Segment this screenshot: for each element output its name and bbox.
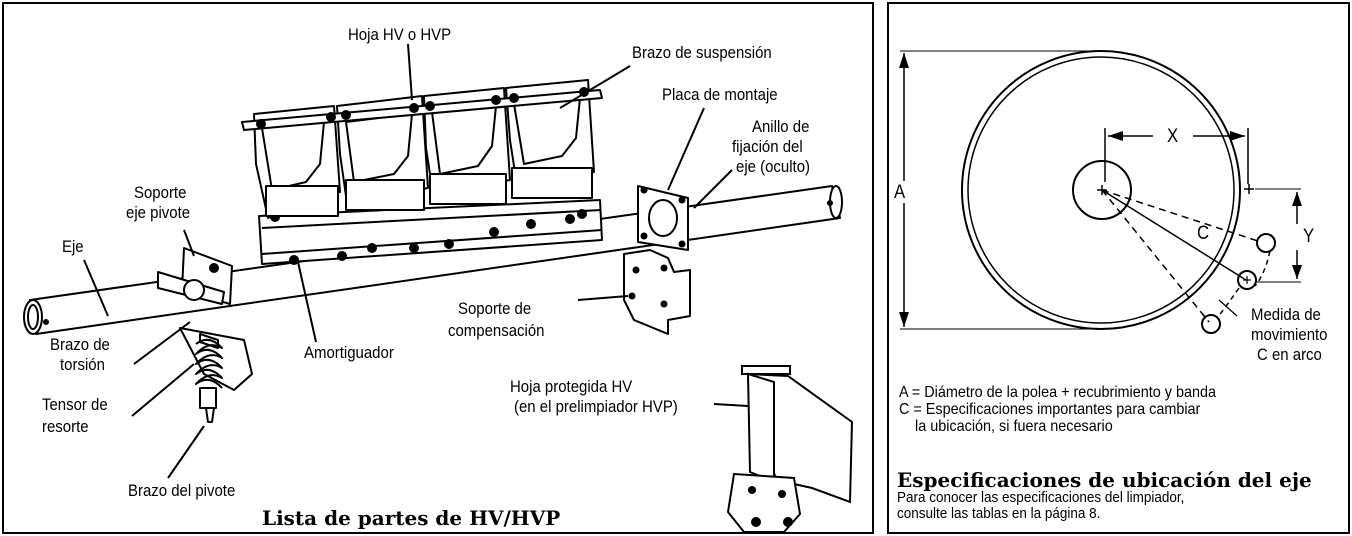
label-pivot-support-2: eje pivote: [126, 203, 191, 222]
note-c-line-2: la ubicación, si fuera necesario: [915, 418, 1113, 435]
label-a: A: [894, 182, 906, 203]
shaft-location-panel: A X Y C Medida de movimiento C en arco A…: [887, 2, 1350, 534]
label-suspension-arm: Brazo de suspensión: [632, 43, 772, 62]
note-c-line-1: C = Especificaciones importantes para ca…: [899, 401, 1201, 418]
protected-blade-inset: [726, 365, 854, 533]
label-torsion-arm-2: torsión: [60, 355, 105, 374]
label-x: X: [1167, 126, 1179, 147]
label-c: C: [1197, 223, 1210, 244]
label-protected-blade-2: (en el prelimpiador HVP): [514, 397, 678, 416]
parts-list-title: Lista de partes de HV/HVP: [262, 506, 561, 530]
label-compensation-1: Soporte de: [458, 299, 532, 318]
pulley-hub: [1072, 160, 1132, 220]
label-ring-1: Anillo de: [752, 117, 810, 136]
label-spring-tensioner-2: resorte: [42, 417, 89, 436]
label-spring-tensioner-1: Tensor de: [42, 395, 108, 414]
shaft-location-subtitle-1: Para conocer las especificaciones del li…: [897, 489, 1185, 506]
shaft-location-drawing: [899, 50, 1302, 334]
label-blade: Hoja HV o HVP: [348, 25, 452, 44]
label-compensation-2: compensación: [448, 321, 545, 340]
label-movement-2: movimiento: [1251, 325, 1328, 344]
label-torsion-arm-1: Brazo de: [50, 335, 110, 354]
label-mounting-plate: Placa de montaje: [662, 85, 778, 104]
label-movement-1: Medida de: [1251, 305, 1321, 324]
label-protected-blade-1: Hoja protegida HV: [510, 377, 633, 396]
label-shaft: Eje: [62, 237, 84, 256]
label-damper: Amortiguador: [304, 343, 394, 362]
label-movement-3: C en arco: [1257, 345, 1322, 364]
compensation-support: [623, 249, 691, 335]
label-pivot-arm: Brazo del pivote: [128, 481, 236, 500]
label-y: Y: [1303, 226, 1315, 247]
note-a: A = Diámetro de la polea + recubrimiento…: [899, 384, 1216, 401]
cleaner-assembly-drawing: [23, 43, 854, 533]
label-ring-3: eje (oculto): [736, 157, 811, 176]
parts-list-panel: Hoja HV o HVP Brazo de suspensión Placa …: [2, 2, 874, 534]
shaft-location-title: Especificaciones de ubicación del eje: [897, 468, 1312, 492]
shaft-location-subtitle-2: consulte las tablas en la página 8.: [897, 505, 1101, 522]
label-pivot-support-1: Soporte: [134, 183, 187, 202]
spring-tensioner: [195, 333, 223, 423]
label-ring-2: fijación del: [732, 137, 803, 156]
